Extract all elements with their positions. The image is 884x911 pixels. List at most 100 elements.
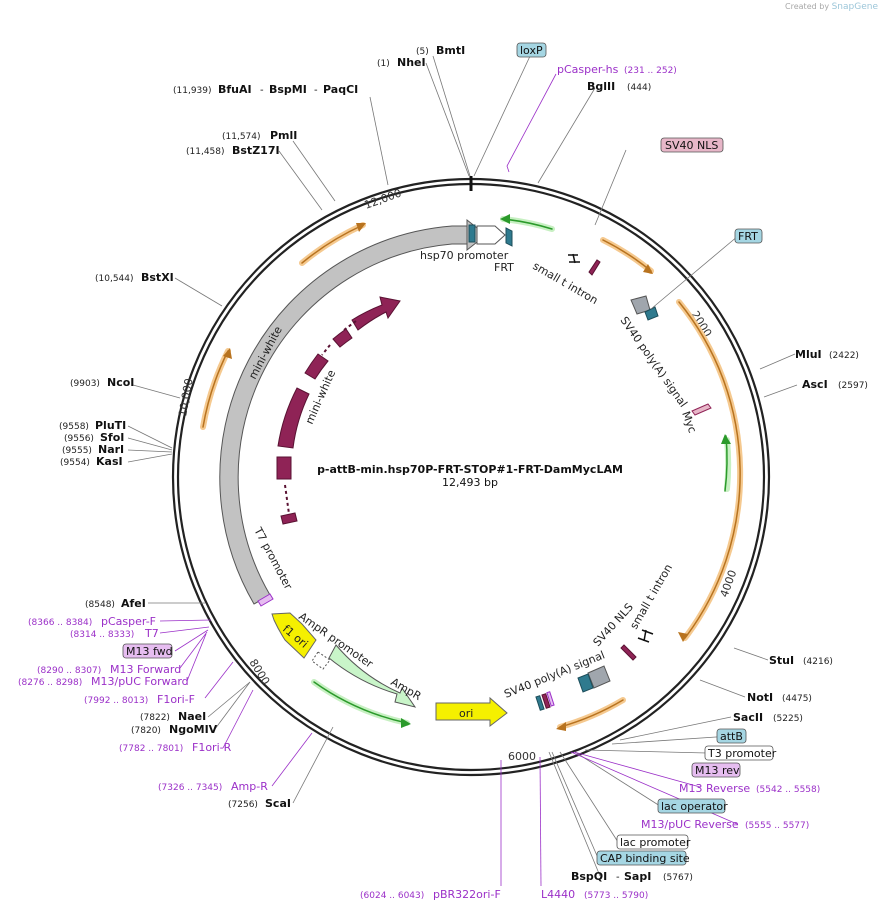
sv40-polya-marker-2 xyxy=(577,665,611,693)
enzyme-kasi-pos: (9554) xyxy=(60,458,90,468)
primer-amp-r: Amp-R xyxy=(231,780,268,793)
tick-6000: 6000 xyxy=(508,750,536,763)
enzyme-bstxi: BstXI xyxy=(141,271,174,284)
enzyme-bmti: BmtI xyxy=(436,44,465,57)
sv40-polya-marker-1 xyxy=(630,295,659,321)
t7-promoter-marker xyxy=(257,593,274,607)
enzyme-bspqi: BspQI xyxy=(571,870,607,883)
enzyme-kasi: KasI xyxy=(96,455,123,468)
enzyme-bfuai: BfuAI xyxy=(218,83,252,96)
small-t-intron-marker-1 xyxy=(568,253,580,264)
primer-m13-puc-forward-range: (8276 .. 8298) xyxy=(18,678,82,688)
enzyme-bfuai-pos: (11,939) xyxy=(173,86,212,96)
credit-prefix: Created by xyxy=(785,2,830,11)
small-t-intron-label-1: small t intron xyxy=(531,259,601,307)
bottom-orange-arc xyxy=(557,697,626,730)
enzyme-pluti: PluTI xyxy=(95,419,126,432)
mini-white-segment-1 xyxy=(351,296,401,331)
enzyme-mlui: MluI xyxy=(795,348,822,361)
primer-m13-reverse: M13 Reverse xyxy=(679,782,750,795)
tick-12000: 12,000 xyxy=(363,186,404,211)
enzyme-bglii: BglII xyxy=(587,80,615,93)
lac-cluster-markers xyxy=(535,691,555,711)
lac-promoter-box-label: lac promoter xyxy=(620,836,691,849)
ampr-arrow xyxy=(328,644,417,708)
enzyme-bstxi-pos: (10,544) xyxy=(95,274,134,284)
primer-t7-range: (8314 .. 8333) xyxy=(70,630,134,640)
hsp70-promoter-label: hsp70 promoter xyxy=(420,249,509,262)
lac-promoter-box xyxy=(616,834,689,850)
tick-8000: 8000 xyxy=(246,657,272,688)
primer-pcasper-hs-range: (231 .. 252) xyxy=(624,66,677,76)
enzyme-sapi: SapI xyxy=(624,870,651,883)
enzyme-nari-pos: (9555) xyxy=(62,446,92,456)
primer-f1ori-r: F1ori-R xyxy=(192,741,232,754)
enzyme-bspmi: BspMI xyxy=(269,83,307,96)
enzyme-stui: StuI xyxy=(769,654,794,667)
enzyme-pmli-pos: (11,574) xyxy=(222,132,261,142)
primer-t7: T7 xyxy=(144,627,159,640)
enzyme-bglii-pos: (444) xyxy=(627,83,651,93)
enzyme-noti-pos: (4475) xyxy=(782,694,812,704)
enzyme-bstz17i: BstZ17I xyxy=(232,144,280,157)
sv40-nls-box-label: SV40 NLS xyxy=(665,139,718,152)
svg-text:-: - xyxy=(616,872,620,883)
sv40-nls-outer-arc xyxy=(600,237,654,274)
t3-promoter-box-label: T3 promoter xyxy=(707,747,777,760)
snapgene-logo: SnapGene xyxy=(831,2,878,12)
mini-white-segment-5 xyxy=(276,456,292,480)
snapgene-credit: Created by SnapGene xyxy=(785,2,878,12)
enzyme-sapi-pos: (5767) xyxy=(663,873,693,883)
enzyme-bstz17i-pos: (11,458) xyxy=(186,147,225,157)
mini-white-segment-2 xyxy=(332,328,353,348)
enzyme-ngomiv-pos: (7820) xyxy=(131,726,161,736)
primer-f1ori-f: F1ori-F xyxy=(157,693,195,706)
m13-fwd-box-label: M13 fwd xyxy=(126,645,173,658)
enzyme-scai-pos: (7256) xyxy=(228,800,258,810)
plasmid-length: 12,493 bp xyxy=(442,476,498,489)
primer-m13-forward: M13 Forward xyxy=(110,663,181,676)
primer-m13-puc-reverse: M13/pUC Reverse xyxy=(641,818,739,831)
cap-binding-site-box xyxy=(596,850,687,866)
myc-marker xyxy=(691,403,712,416)
hsp70-promoter-arrow xyxy=(468,224,513,247)
enzyme-sacii: SacII xyxy=(733,711,763,724)
enzyme-sfoi: SfoI xyxy=(100,431,124,444)
mini-white-inner-label: mini-white xyxy=(303,368,339,426)
frt-box-label: FRT xyxy=(738,230,758,243)
enzyme-stui-pos: (4216) xyxy=(803,657,833,667)
primer-pbr322ori-f: pBR322ori-F xyxy=(433,888,501,901)
small-t-intron-label-2: small t intron xyxy=(627,562,675,632)
primer-m13-puc-reverse-range: (5555 .. 5577) xyxy=(745,821,809,831)
sv40-nls-marker-2 xyxy=(620,629,654,661)
primer-pcasper-f-range: (8366 .. 8384) xyxy=(28,618,92,628)
sv40-nls-box xyxy=(660,137,724,153)
enzyme-scai: ScaI xyxy=(265,797,291,810)
enzyme-mlui-pos: (2422) xyxy=(829,351,859,361)
mini-white-gray-arc xyxy=(219,225,480,605)
enzyme-bmti-pos: (5) xyxy=(416,47,429,57)
attb-box-label: attB xyxy=(720,730,743,743)
frt-label: FRT xyxy=(494,261,514,274)
enzyme-asci-pos: (2597) xyxy=(838,381,868,391)
enzyme-sacii-pos: (5225) xyxy=(773,714,803,724)
loxp-box xyxy=(516,42,547,58)
primer-f1ori-f-range: (7992 .. 8013) xyxy=(84,696,148,706)
enzyme-asci: AscI xyxy=(802,378,828,391)
attb-box xyxy=(716,728,747,744)
svg-text:-: - xyxy=(260,85,264,96)
left-orange-arc xyxy=(200,348,231,430)
lac-operator-box-label: lac operator xyxy=(661,800,728,813)
sv40-polya-label-1: SV40 poly(A) signal xyxy=(618,314,690,409)
mini-white-segment-3 xyxy=(304,353,329,380)
enzyme-pluti-pos: (9558) xyxy=(59,422,89,432)
enzyme-nhei: NheI xyxy=(397,56,426,69)
primer-pcasper-f: pCasper-F xyxy=(101,615,156,628)
primer-m13-puc-forward: M13/pUC Forward xyxy=(91,675,189,688)
enzyme-ncoi: NcoI xyxy=(107,376,134,389)
enzyme-paqci: PaqCI xyxy=(323,83,358,96)
enzyme-pmli: PmlI xyxy=(270,129,297,142)
frt-box xyxy=(734,228,763,244)
primer-amp-r-range: (7326 .. 7345) xyxy=(158,783,222,793)
